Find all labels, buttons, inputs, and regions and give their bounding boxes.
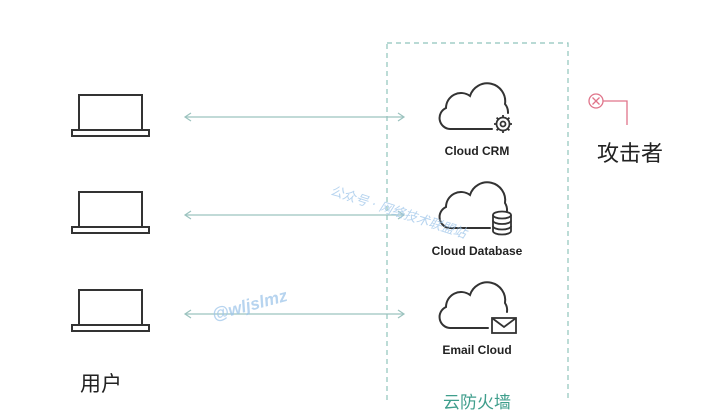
cloud-icon [438, 181, 509, 229]
network-diagram [71, 42, 628, 400]
connection-arrow-3 [183, 309, 406, 319]
attacker-label: 攻击者 [597, 142, 664, 167]
attacker-marker [588, 93, 628, 125]
user-laptop-1 [71, 94, 150, 137]
service-label-email-cloud: Email Cloud [442, 343, 512, 357]
gear-icon [494, 115, 512, 133]
connection-arrow-2 [183, 210, 406, 220]
user-laptop-3 [71, 289, 150, 332]
service-label-cloud-crm: Cloud CRM [444, 144, 510, 158]
connection-arrow-1 [183, 112, 406, 122]
cloud-firewall-boundary [386, 42, 569, 400]
user-laptop-2 [71, 191, 150, 234]
service-label-cloud-database: Cloud Database [431, 244, 523, 258]
firewall-label: 云防火墙 [443, 393, 511, 413]
cloud-icon [438, 281, 509, 329]
cloud-icon [438, 82, 509, 130]
envelope-icon [491, 317, 517, 334]
users-label: 用户 [80, 372, 122, 396]
database-icon [492, 210, 512, 236]
